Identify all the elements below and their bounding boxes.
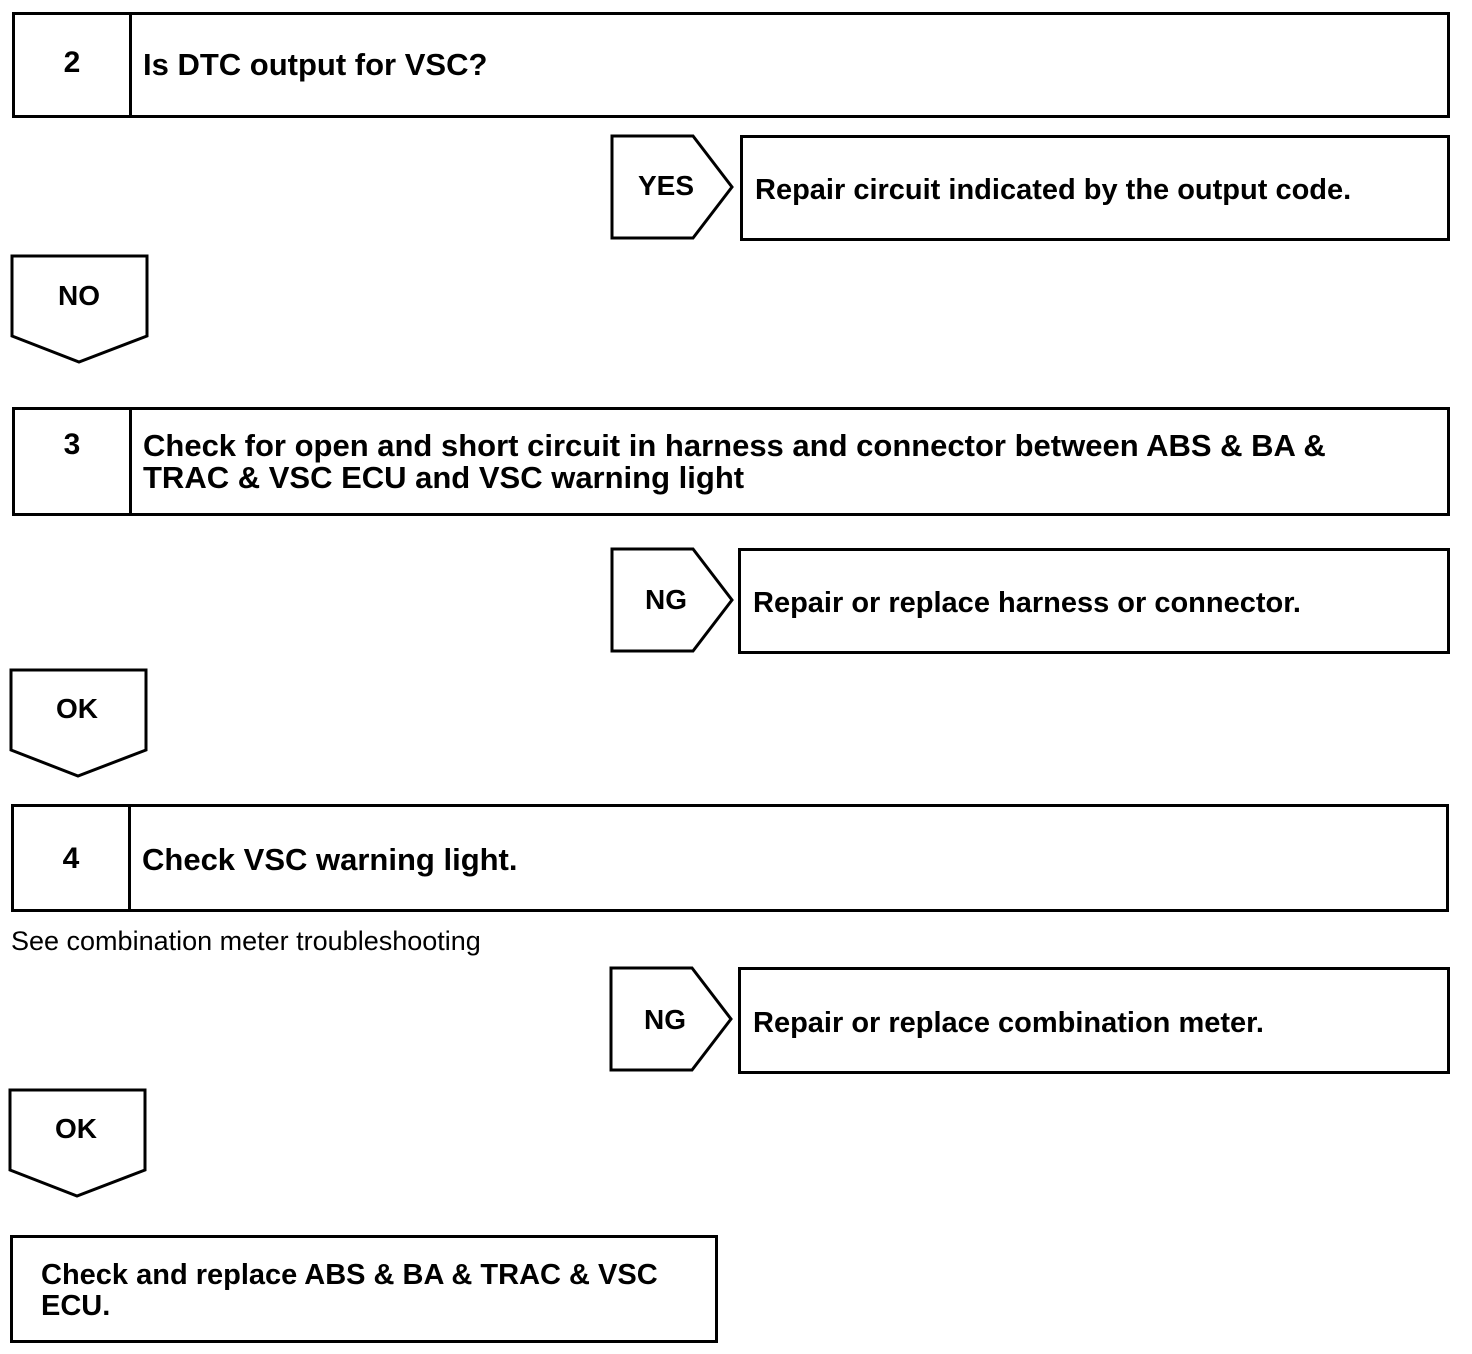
final-action-text: Check and replace ABS & BA & TRAC & VSC … bbox=[41, 1260, 705, 1322]
ok-down-arrow bbox=[8, 1088, 147, 1198]
step-question: Check VSC warning light. bbox=[142, 842, 518, 877]
ng-arrow-tag bbox=[609, 966, 733, 1072]
no-down-arrow bbox=[10, 254, 149, 364]
step-number: 2 bbox=[15, 15, 132, 115]
ng-label: NG bbox=[644, 1004, 686, 1035]
final-action-line: ECU. bbox=[41, 1290, 111, 1322]
no-label: NO bbox=[58, 280, 100, 311]
step-question: Check for open and short circuit in harn… bbox=[143, 430, 1437, 494]
note-text: See combination meter troubleshooting bbox=[11, 926, 481, 956]
final-action-box: Check and replace ABS & BA & TRAC & VSC … bbox=[10, 1235, 718, 1343]
ng-action-text: Repair or replace combination meter. bbox=[753, 1007, 1264, 1039]
step-question-line: Check for open and short circuit in harn… bbox=[143, 428, 1326, 463]
ok-label: OK bbox=[56, 693, 98, 724]
step-number: 4 bbox=[14, 807, 131, 909]
ok-label: OK bbox=[55, 1113, 97, 1144]
ng-action-box: Repair or replace harness or connector. bbox=[738, 548, 1450, 654]
ok-down-arrow bbox=[9, 668, 148, 778]
ng-action-box: Repair or replace combination meter. bbox=[738, 967, 1450, 1074]
step-question-line: TRAC & VSC ECU and VSC warning light bbox=[143, 460, 745, 495]
step-2-box: 2 Is DTC output for VSC? bbox=[12, 12, 1450, 118]
step-question: Is DTC output for VSC? bbox=[143, 47, 488, 82]
step-4-box: 4 Check VSC warning light. bbox=[11, 804, 1449, 912]
ng-action-text: Repair or replace harness or connector. bbox=[753, 587, 1301, 619]
step-number: 3 bbox=[15, 410, 132, 513]
yes-action-box: Repair circuit indicated by the output c… bbox=[740, 135, 1450, 241]
yes-action-text: Repair circuit indicated by the output c… bbox=[755, 174, 1352, 206]
yes-label: YES bbox=[637, 170, 695, 201]
step-3-box: 3 Check for open and short circuit in ha… bbox=[12, 407, 1450, 516]
final-action-line: Check and replace ABS & BA & TRAC & VSC bbox=[41, 1259, 658, 1291]
ng-arrow-tag bbox=[610, 547, 734, 653]
ng-label: NG bbox=[645, 584, 687, 615]
yes-arrow-tag bbox=[610, 134, 734, 240]
